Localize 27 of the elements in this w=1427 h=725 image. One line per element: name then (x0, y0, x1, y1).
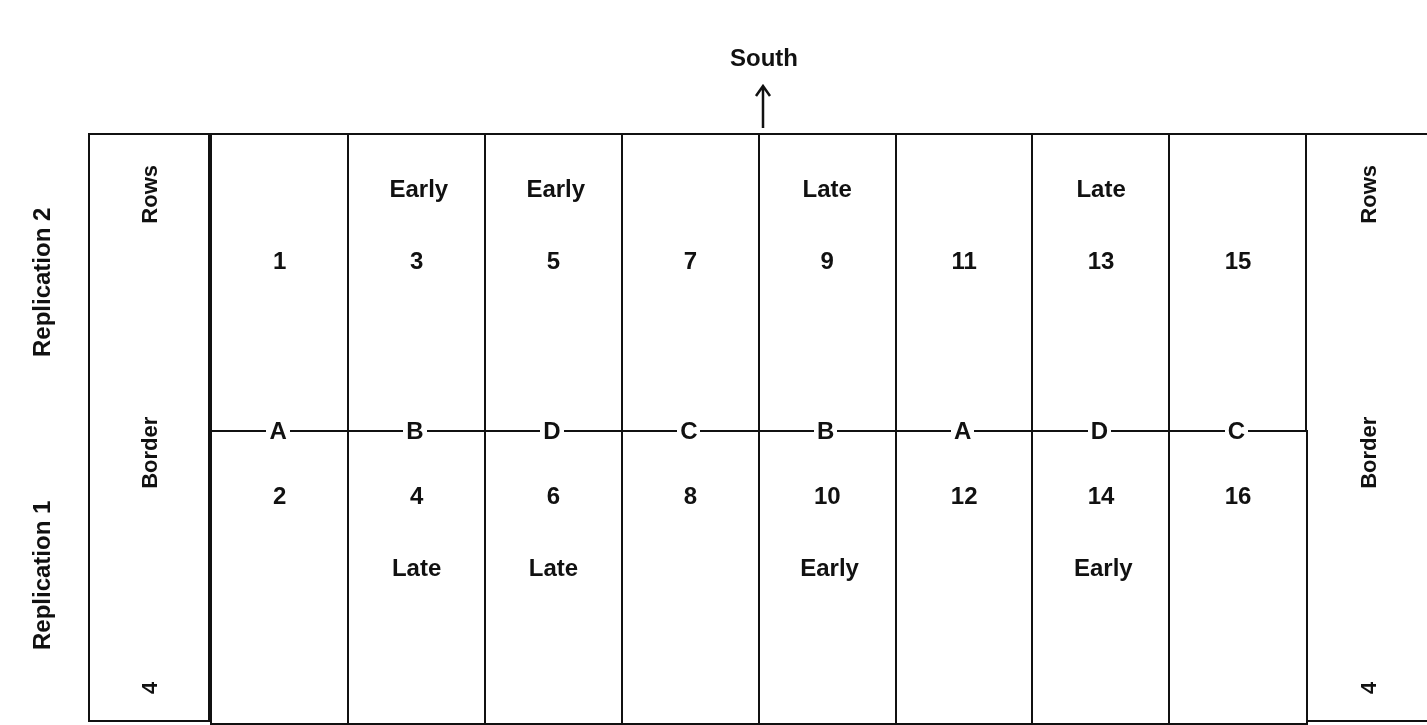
plot-number: 11 (950, 247, 978, 275)
plot-number: 1 (272, 247, 288, 275)
border-column (88, 133, 210, 722)
plot-number: 5 (545, 247, 562, 275)
plot-number: 7 (682, 247, 699, 275)
border-column (1305, 133, 1427, 722)
plot-number: 6 (545, 482, 562, 510)
variety-label: Late (1075, 175, 1127, 203)
plot-number: 16 (1223, 482, 1253, 510)
variety-label: Late (801, 175, 853, 203)
plot-number: 2 (272, 482, 288, 510)
plot-number: 3 (408, 247, 425, 275)
variety-label: Late (390, 554, 443, 582)
plot-number: 4 (408, 482, 425, 510)
plot-number: 12 (949, 482, 979, 510)
plot-number: 9 (819, 247, 835, 275)
replication-label: Replication 1 (28, 499, 56, 652)
plot-number: 8 (682, 482, 699, 510)
border-label: 4 Border Rows (137, 165, 163, 694)
variety-label: Late (527, 554, 580, 582)
border-label: 4 Border Rows (1355, 165, 1382, 694)
plot-number: 15 (1223, 247, 1253, 275)
plot-number: 13 (1086, 247, 1116, 275)
plot-number: 10 (812, 482, 842, 510)
replication-label: Replication 2 (28, 206, 56, 359)
plot-number: 14 (1086, 482, 1116, 510)
direction-label: South (730, 44, 798, 72)
